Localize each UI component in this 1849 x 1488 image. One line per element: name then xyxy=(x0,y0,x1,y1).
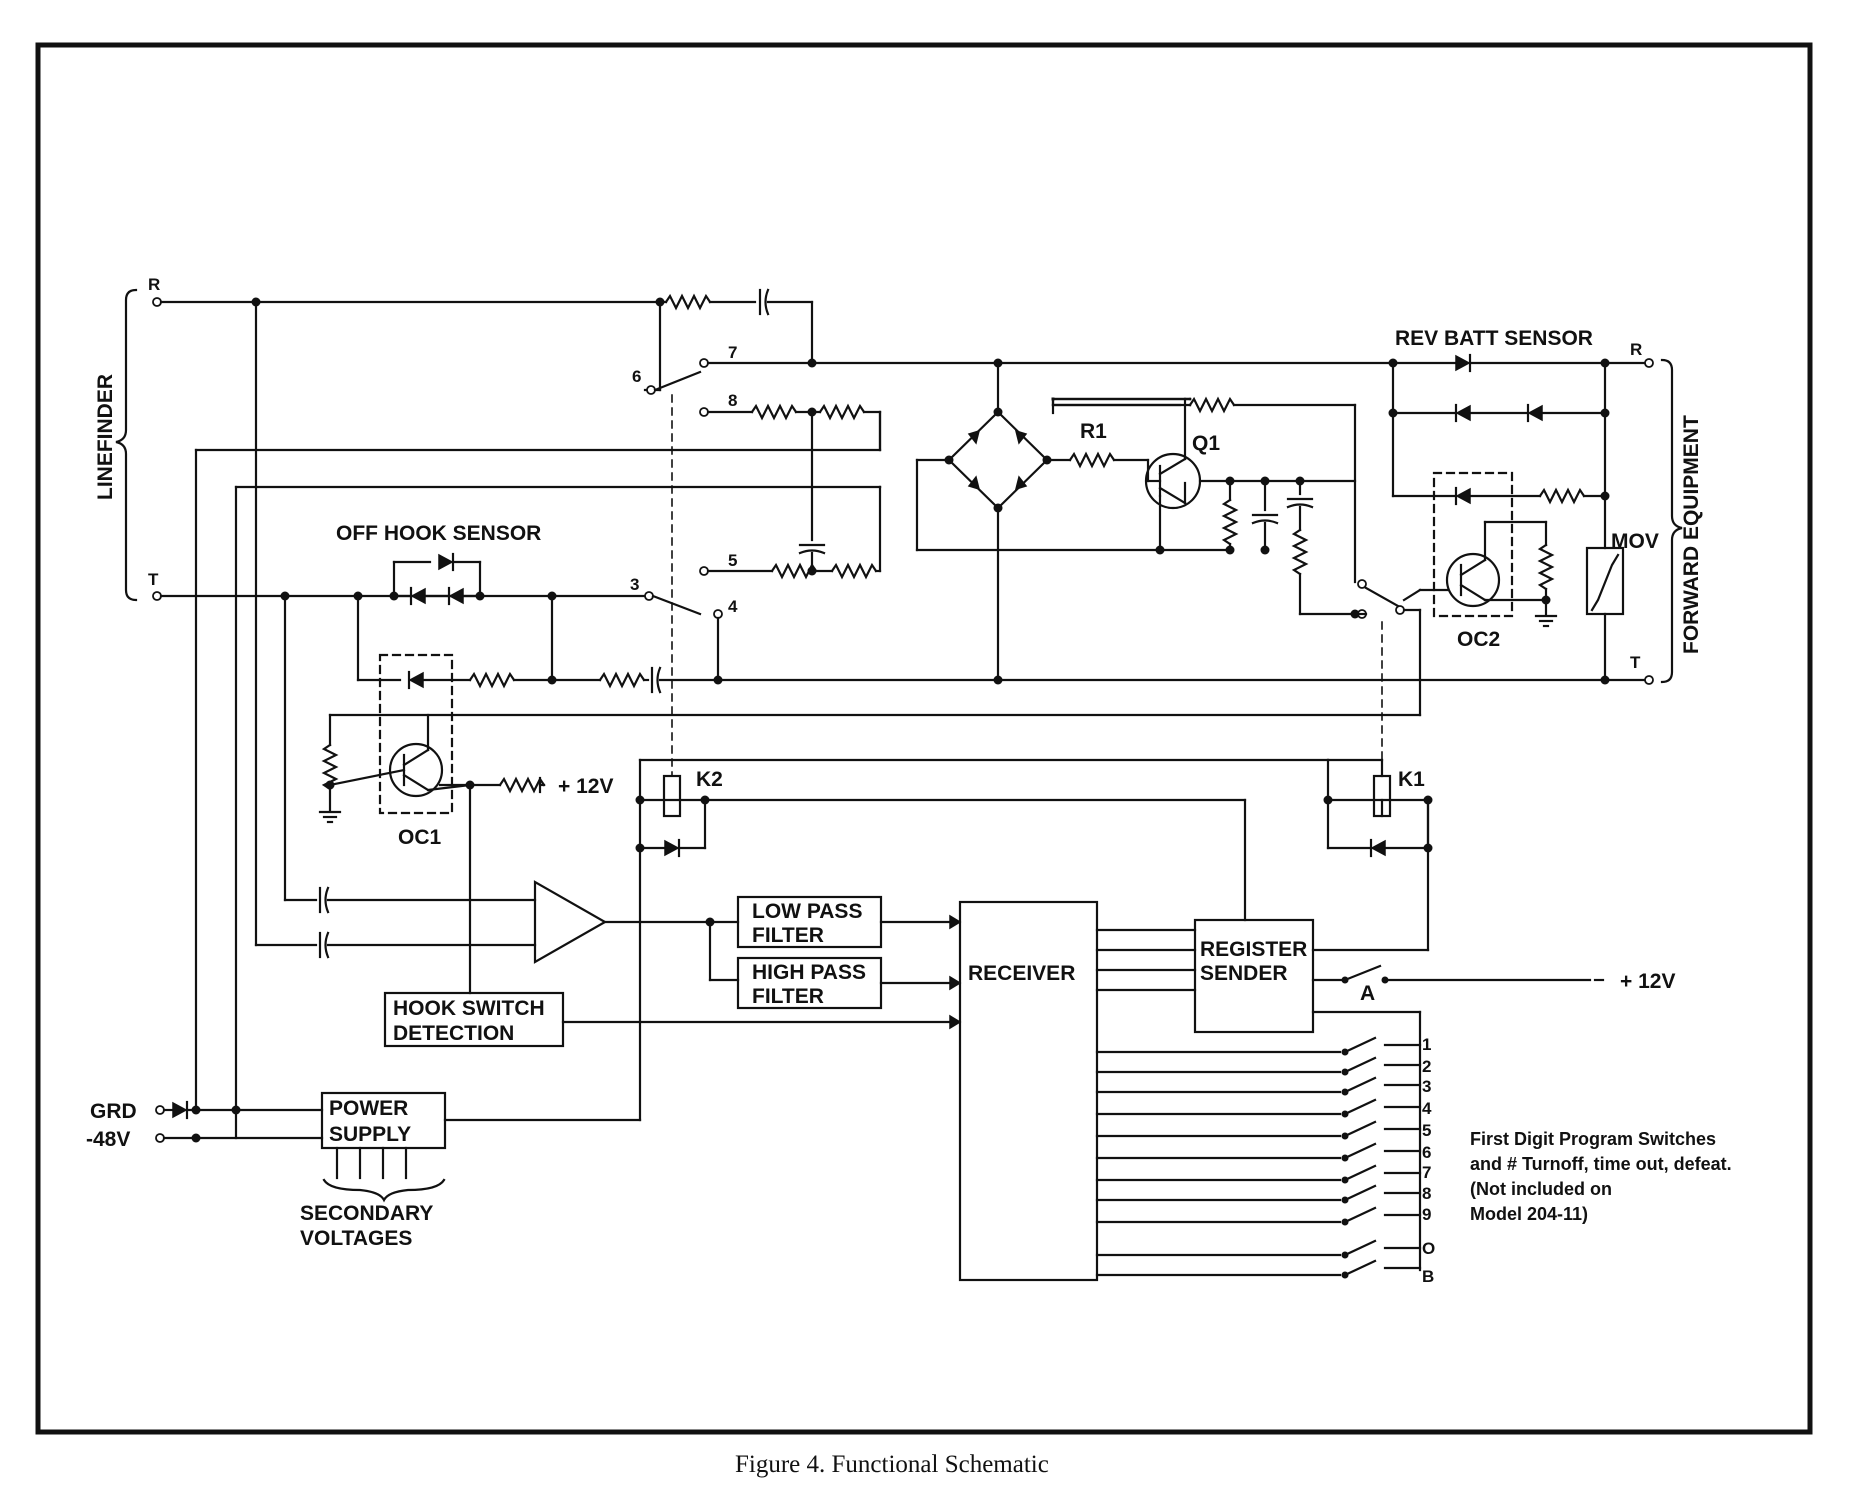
switch-a[interactable] xyxy=(1311,964,1605,984)
register-label-2: SENDER xyxy=(1200,962,1288,985)
power-supply-block xyxy=(320,1091,447,1203)
tip-lower-branch xyxy=(356,594,1654,694)
note-line-4: Model 204-11) xyxy=(1470,1204,1588,1224)
mov-label: MOV xyxy=(1611,530,1659,553)
rev-batt-sensor-label: REV BATT SENSOR xyxy=(1395,327,1593,350)
contact-6: 6 xyxy=(632,367,641,386)
contact-3: 3 xyxy=(630,575,639,594)
oc2-feed-wire xyxy=(328,713,1422,747)
oc1-supply-label: + 12V xyxy=(558,775,613,798)
high-pass-label-1: HIGH PASS xyxy=(752,961,866,984)
hook-switch-detection xyxy=(383,783,962,1048)
upper-resistor-branch xyxy=(1051,397,1357,584)
contact-4: 4 xyxy=(728,597,738,616)
figure-frame xyxy=(35,42,1813,1435)
forward-ring-bus xyxy=(810,353,1654,373)
low-pass-filter xyxy=(708,895,962,949)
switch-num-o: O xyxy=(1422,1239,1435,1258)
switch-a-label: A xyxy=(1360,982,1375,1005)
program-switch-numbers: 1 2 3 4 5 6 7 8 9 O B xyxy=(1422,1035,1435,1286)
ring-line xyxy=(152,288,814,392)
secondary-voltages-label-1: SECONDARY xyxy=(300,1202,433,1225)
battery-inputs xyxy=(155,1100,324,1143)
hook-switch-label-2: DETECTION xyxy=(393,1022,514,1045)
low-pass-label-1: LOW PASS xyxy=(752,900,862,923)
high-pass-label-2: FILTER xyxy=(752,985,824,1008)
amplifier-input xyxy=(254,300,715,982)
contact-5: 5 xyxy=(728,551,737,570)
switch-num-6: 6 xyxy=(1422,1143,1431,1162)
off-hook-sensor-label: OFF HOOK SENSOR xyxy=(336,522,541,545)
loop-wires xyxy=(194,410,882,1140)
contact-7: 7 xyxy=(728,343,737,362)
forward-equipment-bracket xyxy=(1660,358,1683,684)
linefinder-tip-label: T xyxy=(148,570,159,589)
hook-switch-label-1: HOOK SWITCH xyxy=(393,997,545,1020)
oc1-label: OC1 xyxy=(398,826,442,849)
tip-line xyxy=(152,591,654,601)
linefinder-bracket xyxy=(115,288,138,602)
rectifier-bridge xyxy=(915,361,1232,682)
program-switch-note: First Digit Program Switches and # Turno… xyxy=(1470,1129,1732,1224)
figure-caption: Figure 4. Functional Schematic xyxy=(735,1451,1049,1478)
switch-num-4: 4 xyxy=(1422,1099,1432,1118)
minus48-label: -48V xyxy=(86,1128,130,1151)
forward-equipment-label: FORWARD EQUIPMENT xyxy=(1680,415,1703,654)
linefinder-label: LINEFINDER xyxy=(94,374,117,500)
register-sender-block xyxy=(1193,918,1315,1034)
secondary-voltages-label-2: VOLTAGES xyxy=(300,1227,412,1250)
k2-contact-345 xyxy=(234,485,882,682)
receiver-label: RECEIVER xyxy=(968,962,1075,985)
rev-batt-sensor xyxy=(1388,361,1610,682)
switch-num-8: 8 xyxy=(1422,1184,1431,1203)
grd-label: GRD xyxy=(90,1100,137,1123)
note-line-1: First Digit Program Switches xyxy=(1470,1129,1716,1149)
high-pass-filter xyxy=(708,956,962,1010)
q1-label: Q1 xyxy=(1192,432,1220,455)
mov-varistor xyxy=(1585,546,1625,616)
switch-num-5: 5 xyxy=(1422,1121,1431,1140)
switch-num-2: 2 xyxy=(1422,1057,1431,1076)
forward-tip-label: T xyxy=(1630,653,1641,672)
contact-8: 8 xyxy=(728,391,737,410)
register-label-1: REGISTER xyxy=(1200,938,1307,961)
oc2-optocoupler xyxy=(1418,471,1558,628)
k1-relay xyxy=(638,621,1433,858)
off-hook-sensor xyxy=(392,552,482,606)
linefinder-ring-label: R xyxy=(148,275,160,294)
power-supply-label-1: POWER xyxy=(329,1097,408,1120)
forward-ring-label: R xyxy=(1630,340,1642,359)
note-line-2: and # Turnoff, time out, defeat. xyxy=(1470,1154,1732,1174)
k2-relay xyxy=(443,394,1247,1122)
oc1-optocoupler xyxy=(318,653,546,824)
k1-contacts xyxy=(1353,579,1422,717)
receiver-to-register xyxy=(1095,928,1197,992)
k1-label: K1 xyxy=(1398,768,1425,791)
receiver-block xyxy=(958,900,1099,1282)
switch-num-1: 1 xyxy=(1422,1035,1431,1054)
note-line-3: (Not included on xyxy=(1470,1179,1612,1199)
switch-a-supply-label: + 12V xyxy=(1620,970,1675,993)
k2-contact-678 xyxy=(646,358,882,570)
program-switch-bank[interactable] xyxy=(1095,1036,1422,1279)
switch-num-3: 3 xyxy=(1422,1077,1431,1096)
k2-label: K2 xyxy=(696,768,723,791)
low-pass-label-2: FILTER xyxy=(752,924,824,947)
q1-rc-network xyxy=(1222,476,1360,619)
oc2-label: OC2 xyxy=(1457,628,1500,651)
power-supply-label-2: SUPPLY xyxy=(329,1123,411,1146)
switch-num-b: B xyxy=(1422,1267,1434,1286)
switch-num-9: 9 xyxy=(1422,1205,1431,1224)
r1-label: R1 xyxy=(1080,420,1107,443)
switch-num-7: 7 xyxy=(1422,1163,1431,1182)
